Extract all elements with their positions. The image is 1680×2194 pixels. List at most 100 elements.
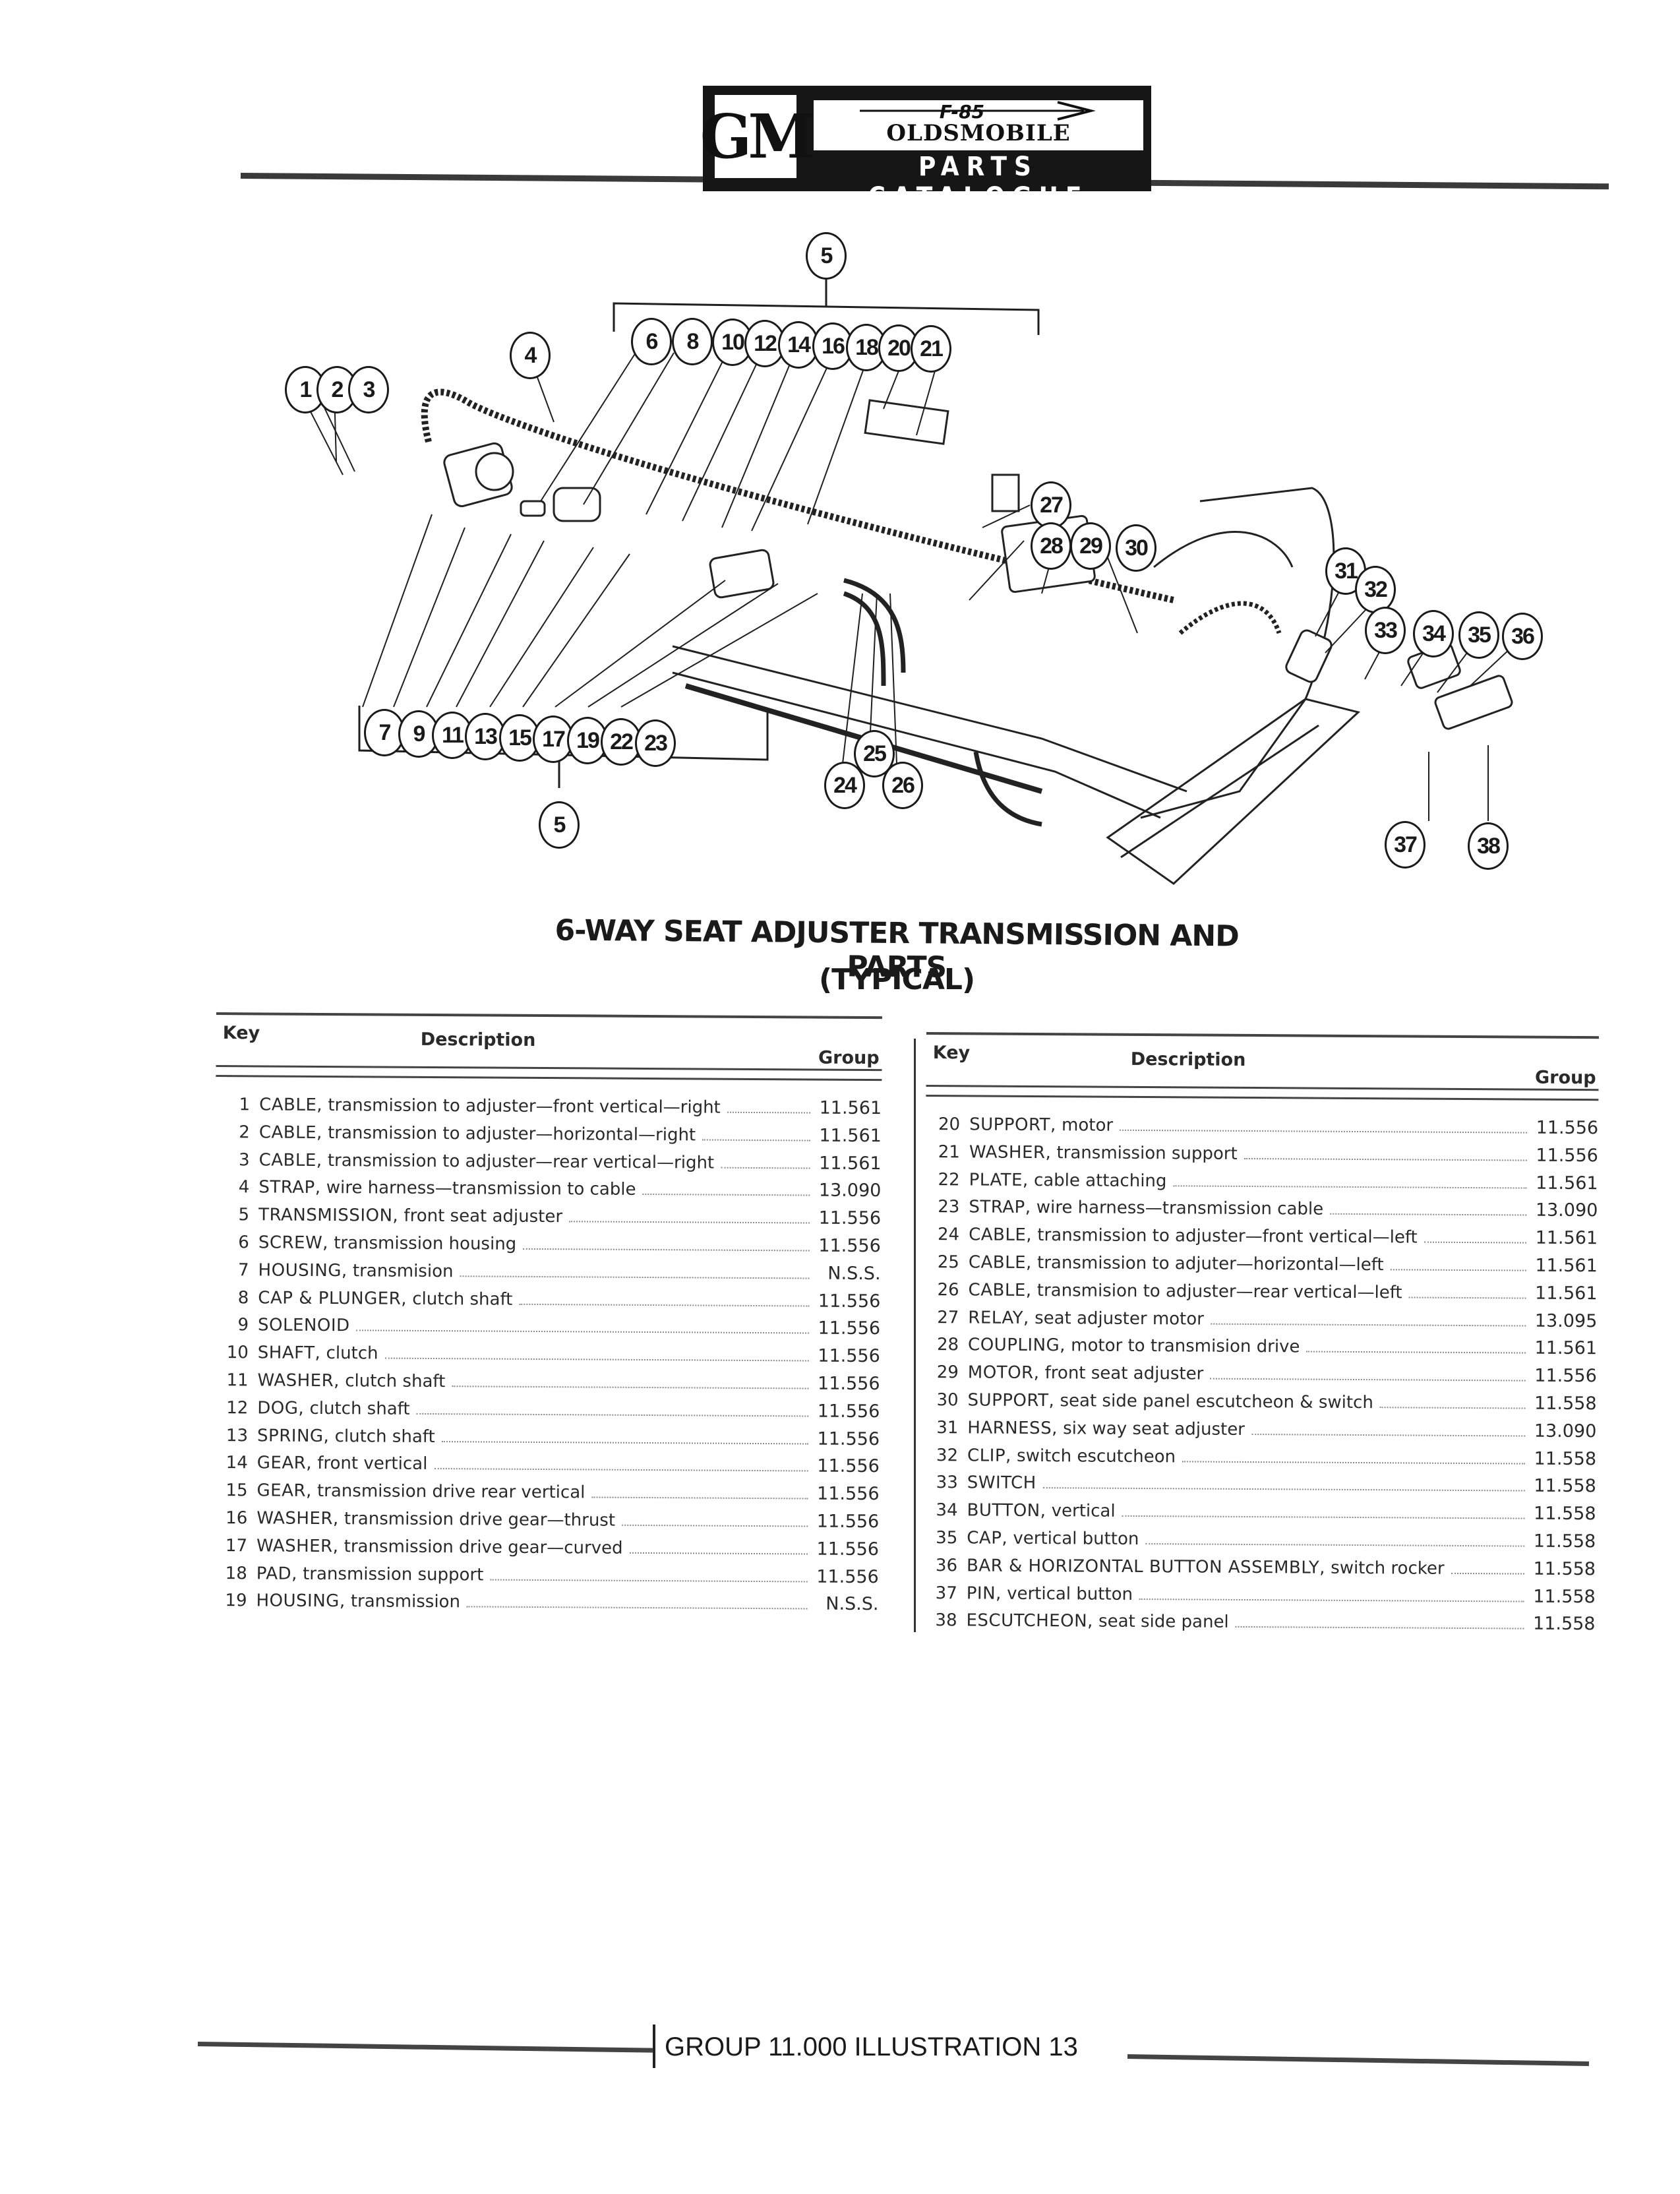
part-name: SCREW, — [258, 1233, 329, 1254]
callout-5-top: 5 — [806, 232, 847, 280]
part-key: 5 — [238, 1205, 250, 1225]
leader-dots — [622, 1524, 808, 1527]
leader-dots — [1244, 1157, 1527, 1161]
callout-32: 32 — [1355, 566, 1396, 613]
switch-shape — [1285, 629, 1333, 683]
part-name: SUPPORT, — [967, 1390, 1055, 1411]
part-description: PAD, transmission support — [256, 1564, 484, 1585]
main-drive-cable — [421, 388, 1175, 603]
leader-dots — [702, 1139, 810, 1142]
part-description: CLIP, switch escutcheon — [967, 1446, 1176, 1467]
f85-text: F-85 — [940, 101, 984, 121]
part-key: 33 — [936, 1473, 958, 1493]
leader-dots — [1145, 1542, 1525, 1547]
part-key: 24 — [937, 1225, 960, 1245]
leader-dots — [1210, 1378, 1526, 1382]
callout-29: 29 — [1070, 522, 1111, 570]
leader-dots — [1173, 1184, 1527, 1189]
part-description: PIN, vertical button — [967, 1583, 1133, 1604]
part-name: WASHER, — [256, 1508, 339, 1529]
f85-arrow-emblem: F-85 — [840, 100, 1117, 123]
part-name: TRANSMISSION, — [258, 1205, 399, 1226]
part-key: 9 — [237, 1315, 249, 1335]
callout-23: 23 — [635, 719, 676, 767]
callout-37: 37 — [1385, 821, 1425, 868]
part-detail: front seat adjuster — [404, 1205, 563, 1227]
part-name: SPRING, — [256, 1425, 330, 1446]
part-name: PAD, — [256, 1563, 297, 1584]
table-header: Key Description Group — [216, 1015, 882, 1069]
illustration-subtitle: (TYPICAL) — [818, 963, 975, 996]
part-description: HARNESS, six way seat adjuster — [967, 1418, 1245, 1440]
seat-track-rail — [1120, 724, 1319, 859]
part-group-number: 11.561 — [1535, 1227, 1598, 1249]
leader-dots — [629, 1552, 808, 1555]
leader-dots — [434, 1468, 808, 1472]
callout-26: 26 — [882, 762, 923, 809]
part-key: 8 — [237, 1287, 249, 1308]
callout-38: 38 — [1468, 822, 1509, 870]
part-group-number: 11.556 — [818, 1345, 880, 1367]
footer-rule-right — [1127, 2054, 1589, 2066]
part-name: RELAY, — [968, 1307, 1029, 1328]
part-group-number: 11.556 — [1536, 1117, 1599, 1139]
part-group-number: 11.561 — [1534, 1338, 1598, 1359]
callout-30: 30 — [1116, 524, 1156, 572]
part-group-number: N.S.S. — [827, 1263, 881, 1284]
leader-dots — [1210, 1323, 1526, 1327]
callout-28: 28 — [1031, 522, 1071, 570]
leader-dots — [452, 1386, 809, 1389]
part-name: HARNESS, — [967, 1418, 1058, 1438]
part-key: 31 — [936, 1417, 959, 1438]
seat-track — [1106, 698, 1361, 885]
part-key: 11 — [226, 1370, 249, 1391]
part-description: DOG, clutch shaft — [257, 1398, 409, 1418]
part-group-number: 11.556 — [1536, 1145, 1598, 1167]
part-key: 35 — [936, 1528, 958, 1548]
part-group-number: 11.558 — [1534, 1476, 1596, 1497]
part-detail: transmission to adjuter—horizontal—left — [1037, 1253, 1384, 1275]
part-name: SWITCH — [967, 1473, 1036, 1494]
part-name: CAP, — [967, 1528, 1008, 1548]
part-detail: transmission drive rear vertical — [316, 1481, 585, 1503]
leader-dots — [1251, 1433, 1526, 1437]
part-group-number: 13.090 — [818, 1180, 882, 1202]
callout-15: 15 — [499, 714, 540, 762]
part-detail: transmission to adjuster—front vertical—… — [328, 1095, 721, 1118]
part-name: HOUSING, — [256, 1591, 345, 1612]
part-name: WASHER, — [969, 1142, 1052, 1163]
part-group-number: 11.556 — [817, 1428, 880, 1449]
part-detail: front vertical — [317, 1453, 428, 1475]
part-key: 16 — [225, 1508, 248, 1529]
escutcheon-shape — [1434, 675, 1513, 730]
part-description: SPRING, clutch shaft — [257, 1426, 435, 1447]
part-key: 29 — [936, 1362, 959, 1383]
motor-support-bracket — [864, 399, 949, 445]
part-key: 28 — [936, 1335, 959, 1355]
part-description: WASHER, transmission support — [969, 1142, 1238, 1163]
part-detail: clutch shaft — [309, 1398, 410, 1419]
part-group-number: 11.561 — [1535, 1283, 1598, 1304]
part-group-number: 11.556 — [817, 1373, 880, 1395]
part-group-number: 11.558 — [1534, 1448, 1597, 1469]
part-name: CLIP, — [967, 1445, 1011, 1466]
part-description: RELAY, seat adjuster motor — [968, 1308, 1204, 1329]
part-description: STRAP, wire harness—transmission cable — [969, 1198, 1323, 1219]
part-key: 2 — [239, 1122, 250, 1143]
part-key: 23 — [938, 1197, 960, 1217]
part-group-number: 11.561 — [819, 1097, 882, 1119]
part-name: BUTTON, — [967, 1500, 1046, 1521]
callout-33: 33 — [1365, 607, 1406, 654]
header-key: Key — [932, 1043, 971, 1064]
